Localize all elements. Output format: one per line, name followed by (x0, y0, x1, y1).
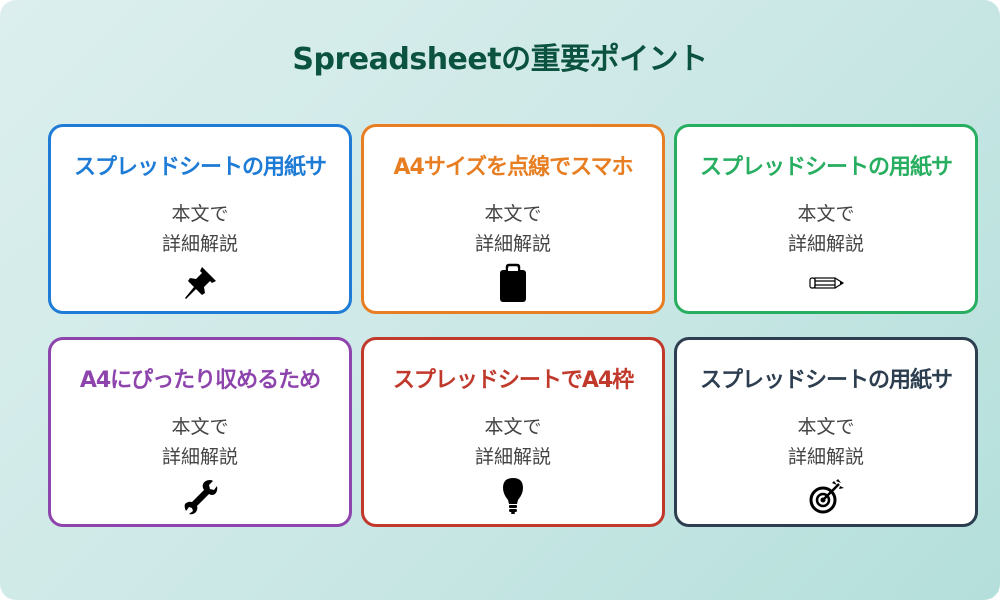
card-6: スプレッドシートの用紙サ 本文で 詳細解説 (674, 337, 978, 527)
card-title: A4サイズを点線でスマホ (393, 155, 633, 180)
card-3: スプレッドシートの用紙サ 本文で 詳細解説 (674, 124, 978, 314)
card-body-line: 本文で (171, 416, 229, 438)
card-body-line: 詳細解説 (474, 446, 551, 468)
lightbulb-icon (493, 476, 533, 516)
card-title: スプレッドシートの用紙サ (73, 155, 327, 180)
pushpin-icon (180, 263, 220, 303)
card-title: スプレッドシートの用紙サ (699, 368, 953, 393)
card-1: スプレッドシートの用紙サ 本文で 詳細解説 (48, 124, 352, 314)
pencil-icon (806, 263, 846, 303)
card-body: 本文で 詳細解説 (677, 412, 975, 472)
page-title: Spreadsheetの重要ポイント (292, 42, 708, 77)
card-body-line: 本文で (797, 416, 855, 438)
card-body: 本文で 詳細解説 (51, 199, 349, 259)
target-icon (806, 476, 846, 516)
card-2: A4サイズを点線でスマホ 本文で 詳細解説 (361, 124, 665, 314)
card-title: A4にぴったり収めるため (79, 368, 321, 393)
clipboard-icon (493, 263, 533, 303)
card-body: 本文で 詳細解説 (51, 412, 349, 472)
card-title: スプレッドシートでA4枠 (392, 368, 634, 393)
card-title: スプレッドシートの用紙サ (699, 155, 953, 180)
card-body-line: 詳細解説 (161, 446, 238, 468)
card-body-line: 本文で (484, 416, 542, 438)
card-body-line: 詳細解説 (787, 446, 864, 468)
card-body-line: 詳細解説 (474, 233, 551, 255)
card-body-line: 本文で (171, 203, 229, 225)
card-body-line: 本文で (484, 203, 542, 225)
card-body-line: 詳細解説 (161, 233, 238, 255)
wrench-icon (180, 476, 220, 516)
card-5: スプレッドシートでA4枠 本文で 詳細解説 (361, 337, 665, 527)
card-body: 本文で 詳細解説 (364, 412, 662, 472)
card-body-line: 詳細解説 (787, 233, 864, 255)
card-body: 本文で 詳細解説 (677, 199, 975, 259)
card-4: A4にぴったり収めるため 本文で 詳細解説 (48, 337, 352, 527)
card-body-line: 本文で (797, 203, 855, 225)
card-body: 本文で 詳細解説 (364, 199, 662, 259)
